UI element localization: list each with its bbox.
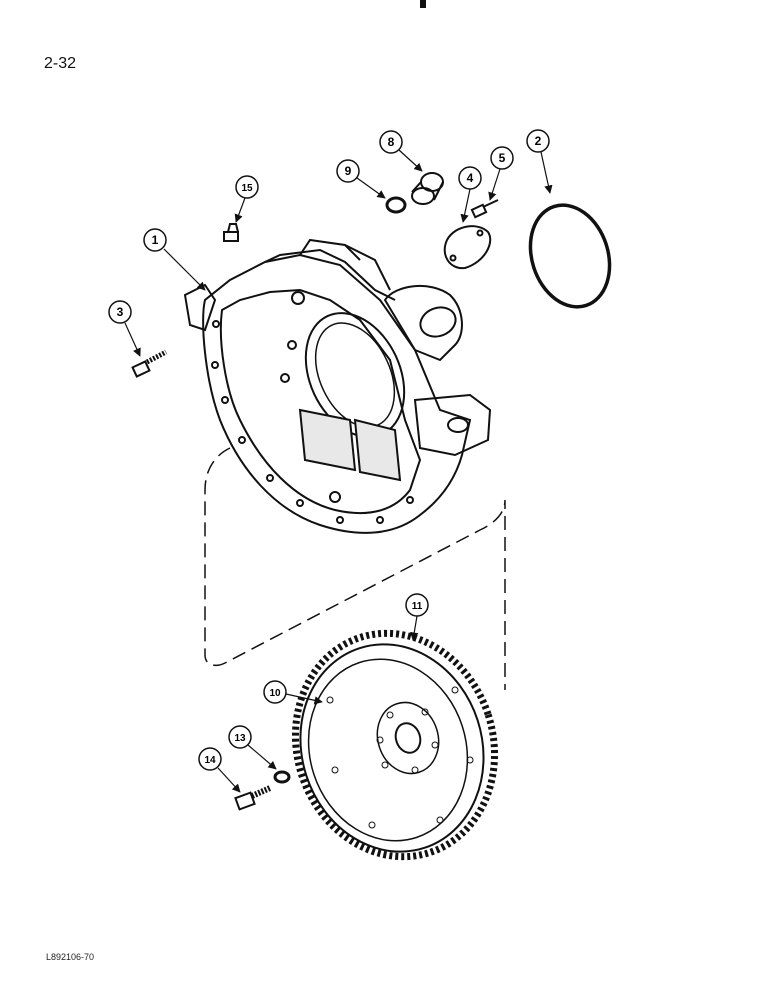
callout-8: 8	[379, 130, 423, 172]
svg-text:5: 5	[499, 151, 506, 165]
callout-2: 2	[526, 129, 553, 194]
cover-plate	[443, 225, 492, 270]
flywheel-bolt	[234, 785, 272, 811]
callout-11: 11	[405, 593, 429, 641]
callout-1: 1	[143, 228, 206, 291]
drain-plug	[223, 223, 239, 242]
svg-text:8: 8	[388, 135, 395, 149]
cover-screw	[470, 199, 499, 219]
svg-text:3: 3	[117, 305, 124, 319]
callout-5: 5	[488, 146, 514, 201]
svg-text:2: 2	[535, 134, 542, 148]
o-ring	[528, 203, 612, 309]
svg-text:10: 10	[269, 688, 281, 699]
flywheel-washer	[273, 770, 291, 784]
flywheel-housing	[183, 238, 492, 534]
svg-text:15: 15	[241, 183, 253, 194]
callout-10: 10	[263, 680, 323, 705]
sealing-washer	[385, 196, 407, 214]
callout-9: 9	[336, 159, 386, 199]
svg-text:9: 9	[345, 164, 352, 178]
callout-13: 13	[228, 725, 277, 770]
flywheel	[291, 629, 499, 861]
callout-4: 4	[458, 166, 482, 223]
svg-text:14: 14	[204, 755, 216, 766]
svg-text:11: 11	[412, 601, 423, 612]
callout-15: 15	[234, 175, 259, 223]
plug	[411, 172, 444, 205]
figure-code: L892106-70	[46, 952, 95, 962]
svg-text:13: 13	[234, 733, 246, 744]
svg-text:1: 1	[152, 233, 159, 247]
svg-text:4: 4	[467, 171, 474, 185]
callout-14: 14	[198, 747, 241, 793]
alignment-dashed-line	[204, 447, 506, 690]
top-edge-mark	[420, 0, 426, 8]
housing-bolt	[131, 349, 168, 378]
callout-3: 3	[108, 300, 141, 357]
page-number: 2-32	[44, 55, 77, 72]
